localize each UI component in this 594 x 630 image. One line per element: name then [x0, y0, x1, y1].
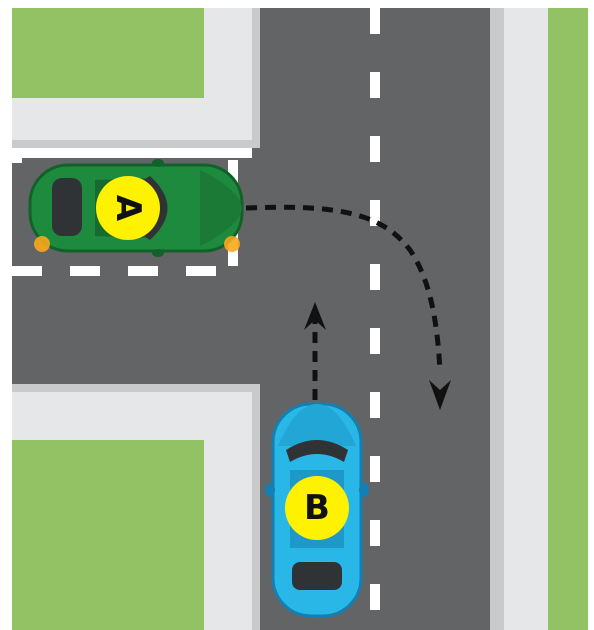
- car-a-mirror-right: [152, 249, 164, 257]
- grass-right: [548, 8, 588, 630]
- car-b-label: B: [304, 488, 330, 528]
- car-b: B: [265, 404, 369, 616]
- car-a-label: A: [108, 195, 148, 222]
- car-a: A: [30, 159, 242, 257]
- bottom-left-corner: [12, 384, 260, 630]
- car-b-rear-window: [292, 562, 342, 590]
- grass-bottom-left: [12, 440, 204, 630]
- center-lane-dash: [370, 136, 380, 162]
- side-lane-dash: [186, 266, 216, 276]
- side-lane-dash: [70, 266, 100, 276]
- center-lane-dash: [370, 8, 380, 34]
- car-a-indicator-front: [224, 236, 240, 252]
- side-lane-dash: [128, 266, 158, 276]
- car-a-mirror-left: [152, 159, 164, 167]
- lane-edge-mark: [12, 155, 22, 163]
- center-lane-dash: [370, 520, 380, 546]
- center-lane-dash: [370, 72, 380, 98]
- right-side: [490, 8, 588, 630]
- top-left-corner: [12, 8, 260, 148]
- car-a-indicator-rear: [34, 236, 50, 252]
- center-lane-dash: [370, 264, 380, 290]
- center-lane-dash: [370, 328, 380, 354]
- sidewalk-right: [504, 8, 548, 630]
- curb-right: [490, 8, 504, 630]
- side-lane-dash: [12, 266, 42, 276]
- center-lane-dash: [370, 456, 380, 482]
- center-lane-dash: [370, 392, 380, 418]
- center-lane-dash: [370, 584, 380, 610]
- car-a-rear-window: [52, 178, 82, 236]
- car-b-mirror-left: [265, 483, 275, 497]
- car-b-mirror-right: [359, 483, 369, 497]
- grass-top-left: [12, 8, 204, 98]
